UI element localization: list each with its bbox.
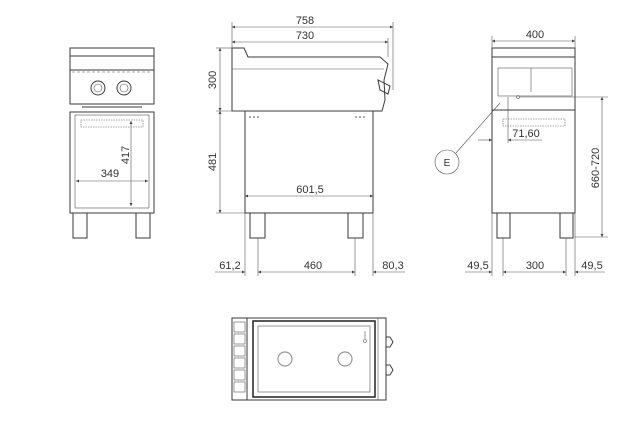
dimension-top-depth-label: 730	[296, 30, 314, 42]
dimension-right-offset-label: 49,5	[581, 260, 602, 272]
side-view: 758 730 300 481 601,5 61,2 460 80,3	[207, 15, 405, 276]
knob-icon	[386, 364, 394, 376]
dimension-width-label: 349	[101, 168, 119, 180]
burner-icon	[277, 351, 293, 367]
knob-icon	[386, 336, 394, 348]
dimension-leg-spacing-label: 300	[526, 260, 544, 272]
dimension-cabinet-height-label: 481	[207, 153, 219, 171]
dimension-width-label: 400	[526, 29, 544, 41]
dimension-height-label: 417	[120, 146, 132, 164]
dimension-connection-offset-label: 71,60	[512, 128, 540, 140]
dimension-left-offset-label: 49,5	[467, 260, 488, 272]
rear-view: 400 71,60 660-720 E 49,5 300 49,5	[434, 29, 608, 276]
top-view	[231, 317, 394, 401]
burner-icon	[337, 351, 353, 367]
dimension-leg-spacing-label: 460	[304, 260, 322, 272]
dimension-front-offset-label: 61,2	[219, 260, 240, 272]
front-view: 349 417	[69, 47, 155, 239]
knob-icon	[116, 80, 132, 96]
dimension-overall-depth-label: 758	[296, 15, 314, 27]
dimension-rear-offset-label: 80,3	[382, 260, 403, 272]
detail-callout	[434, 149, 460, 175]
dimension-cabinet-depth-label: 601,5	[296, 184, 324, 196]
knob-icon	[90, 80, 106, 96]
dimension-height-range-label: 660-720	[590, 148, 602, 188]
detail-callout-label: E	[444, 158, 451, 169]
dimension-top-height-label: 300	[207, 71, 219, 89]
knob-icon	[377, 79, 391, 95]
